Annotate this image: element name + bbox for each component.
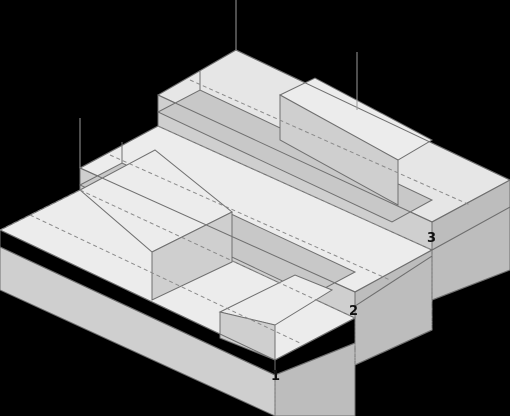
marker-poles bbox=[274, 246, 433, 416]
hidden-edge-4 bbox=[29, 214, 301, 344]
hidden-edges bbox=[0, 79, 471, 365]
hidden-edge-5 bbox=[109, 154, 391, 281]
hidden-edge-6 bbox=[189, 79, 471, 206]
edge-7 bbox=[431, 179, 510, 223]
marker-label-1: 1 bbox=[271, 369, 280, 384]
edge-5 bbox=[354, 249, 433, 293]
marker-label-3: 3 bbox=[427, 231, 436, 246]
visible-edges bbox=[0, 49, 510, 376]
hidden-edge-3 bbox=[0, 189, 81, 231]
channel-upper bbox=[156, 89, 434, 223]
edge-1 bbox=[0, 229, 276, 361]
marker-label-2: 2 bbox=[349, 304, 358, 319]
edge-3 bbox=[274, 317, 356, 361]
reference-lines bbox=[79, 0, 358, 168]
edge-outline-base bbox=[0, 49, 510, 376]
edge-4 bbox=[79, 167, 356, 293]
hidden-edge-1 bbox=[79, 189, 356, 319]
hidden-edge-2 bbox=[157, 125, 433, 251]
edge-6 bbox=[157, 94, 433, 223]
